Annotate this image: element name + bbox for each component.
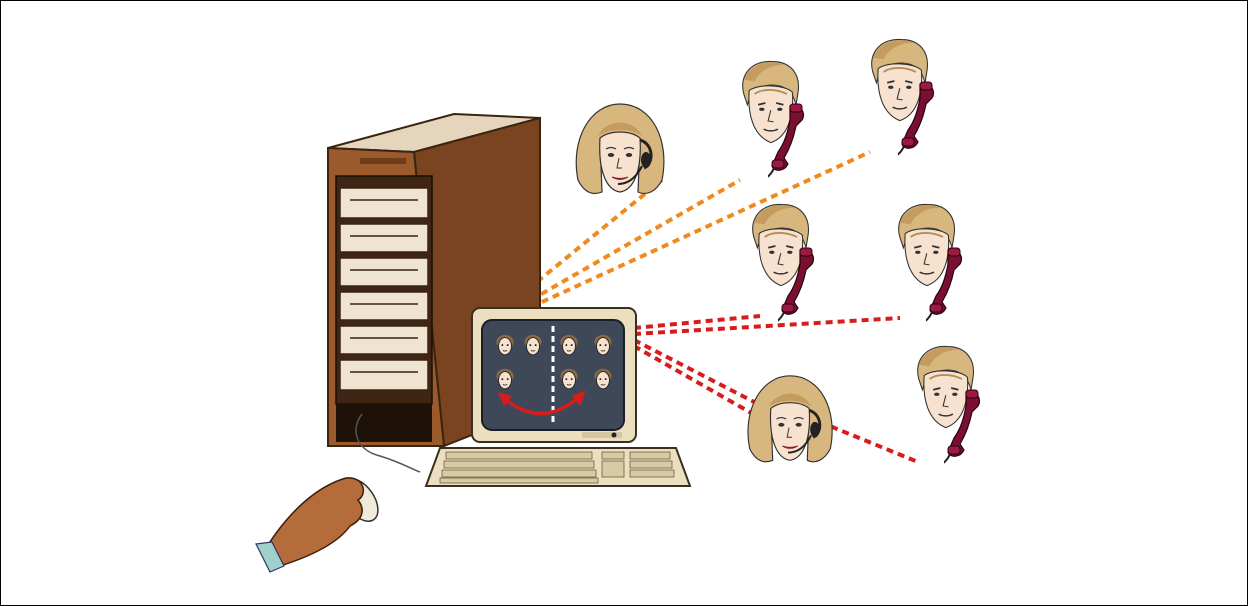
caller-phone-icon <box>899 204 962 336</box>
orange-link-caller-2 <box>520 152 870 312</box>
red-link-caller-3 <box>634 316 760 328</box>
keyboard <box>426 448 690 486</box>
agent-headset-icon <box>576 104 664 194</box>
red-link-agent-bottom-a <box>634 340 760 405</box>
agent-headset-icon <box>748 376 832 462</box>
red-link-caller-5 <box>820 422 918 462</box>
computer-monitor <box>472 308 636 442</box>
caller-phone-icon <box>753 204 814 336</box>
red-link-agent-bottom-b <box>634 346 760 418</box>
orange-link-caller-1 <box>510 180 740 312</box>
caller-phone-icon <box>743 61 804 192</box>
caller-phone-icon <box>918 346 980 478</box>
caller-phone-icon <box>872 39 934 170</box>
